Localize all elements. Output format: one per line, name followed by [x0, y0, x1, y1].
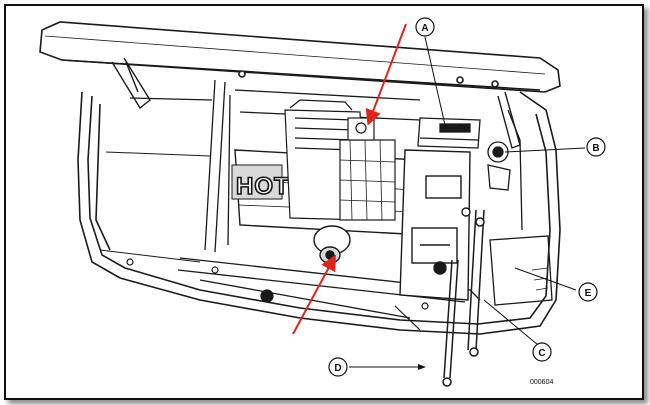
figure-code: 000604 [530, 379, 553, 386]
internal-frame-rails [129, 79, 481, 319]
mounting-bolts [126, 258, 429, 331]
control-panel-box [399, 149, 471, 301]
oil-filter [313, 225, 351, 264]
generator-enclosure [77, 91, 561, 335]
callout-leaders [424, 36, 586, 346]
lid-support-struts [111, 57, 521, 149]
hot-warning-label: HOT [236, 173, 290, 200]
callout-e: E [578, 282, 598, 302]
red-arrow-lower [292, 254, 336, 335]
svg-text:D: D [334, 363, 341, 374]
callout-c: C [532, 342, 552, 362]
generator-lid [39, 21, 561, 93]
side-access-panel [489, 235, 553, 306]
callout-d: D [328, 357, 348, 377]
svg-text:C: C [538, 348, 545, 359]
engine-cooling-fins [284, 99, 396, 221]
drain-hoses [442, 209, 485, 387]
red-arrow-upper [365, 23, 407, 126]
fuel-regulator [487, 109, 523, 231]
svg-text:B: B [592, 143, 599, 154]
battery-bracket [417, 117, 481, 149]
callout-a: A [415, 17, 435, 37]
svg-text:A: A [421, 23, 428, 34]
callout-b: B [586, 137, 606, 157]
svg-text:E: E [585, 288, 592, 299]
